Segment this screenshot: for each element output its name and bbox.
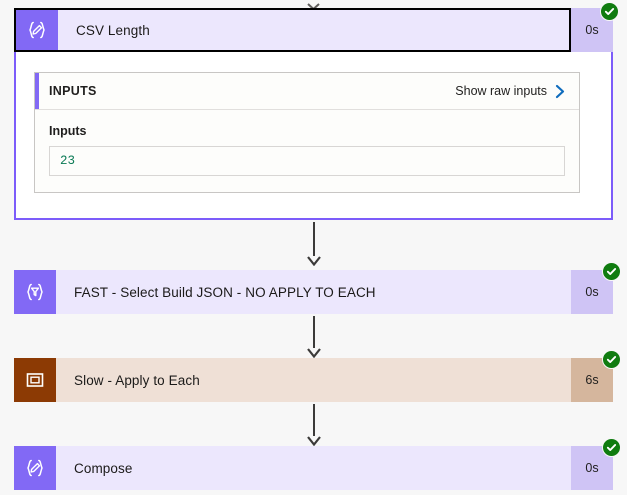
action-card-slow-apply-to-each[interactable]: Slow - Apply to Each 6s bbox=[14, 350, 621, 402]
select-filter-icon bbox=[14, 270, 56, 314]
status-badge-success bbox=[602, 350, 621, 369]
connector-arrow-3 bbox=[307, 404, 321, 446]
status-badge-success bbox=[602, 438, 621, 457]
status-badge-success bbox=[602, 262, 621, 281]
arrow-down-icon bbox=[307, 348, 321, 358]
compose-icon bbox=[14, 446, 56, 490]
connector-arrow-1 bbox=[307, 222, 321, 266]
action-title: Compose bbox=[56, 446, 571, 490]
action-title: CSV Length bbox=[76, 22, 150, 38]
action-header-csv-length[interactable]: CSV Length 0s bbox=[14, 8, 613, 52]
apply-to-each-icon bbox=[14, 358, 56, 402]
action-card-csv-length[interactable]: CSV Length 0s INPUTS Show raw inputs Inp… bbox=[14, 2, 619, 220]
action-duration: 0s bbox=[571, 446, 613, 490]
show-raw-inputs-label: Show raw inputs bbox=[455, 84, 547, 98]
inputs-panel-header: INPUTS Show raw inputs bbox=[35, 73, 579, 110]
inputs-field-box[interactable]: 23 bbox=[49, 146, 565, 176]
action-card-compose[interactable]: Compose 0s bbox=[14, 438, 621, 490]
arrow-down-icon bbox=[307, 436, 321, 446]
inputs-field-label: Inputs bbox=[49, 124, 87, 138]
status-badge-success bbox=[600, 2, 619, 21]
action-title: Slow - Apply to Each bbox=[56, 358, 571, 402]
action-title: FAST - Select Build JSON - NO APPLY TO E… bbox=[56, 270, 571, 314]
show-raw-inputs-link[interactable]: Show raw inputs bbox=[455, 84, 566, 99]
action-card-fast-select-build-json[interactable]: FAST - Select Build JSON - NO APPLY TO E… bbox=[14, 262, 621, 314]
chevron-right-icon bbox=[555, 84, 566, 99]
action-header-main[interactable]: CSV Length bbox=[14, 8, 571, 52]
connector-arrow-2 bbox=[307, 316, 321, 358]
arrow-down-icon bbox=[307, 256, 321, 266]
inputs-section-label: INPUTS bbox=[49, 84, 97, 98]
inputs-panel-body: Inputs 23 bbox=[35, 110, 579, 192]
compose-icon bbox=[16, 10, 58, 50]
inputs-field-value: 23 bbox=[60, 154, 76, 168]
inputs-panel: INPUTS Show raw inputs Inputs 23 bbox=[34, 72, 580, 193]
